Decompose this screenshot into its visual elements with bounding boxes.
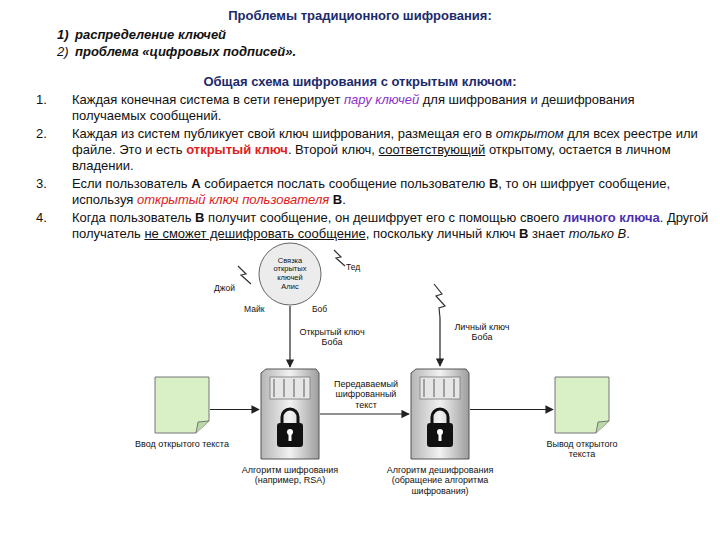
key-label: Личный ключ Боба [448,322,516,343]
key-ring-circle: Связка открытых ключей Алис [258,242,322,306]
text-run: . Второй ключ, [288,142,375,157]
connector-arrow [289,306,290,367]
list-marker: 2) [57,44,69,60]
text-run: открытый ключ [186,142,288,157]
node-shape [260,368,320,460]
text-run: Каждая из систем публикует свой ключ шиф… [72,126,492,141]
text-paragraph: 1)распределение ключей [75,27,675,43]
text-run: соответствующий [379,142,486,157]
list-marker: 1. [36,92,47,108]
text-run: знает [532,226,565,241]
text-run: , поскольку личный ключ [366,226,516,241]
text-run: В [519,226,528,241]
list-marker: 2. [36,126,47,142]
text-run: Общая схема шифрования с открытым ключом… [203,74,516,89]
node-shape [410,368,470,460]
person-name: Боб [312,304,327,314]
text-paragraph: 1.Каждая конечная система в сети генерир… [72,92,712,124]
node-caption: Алгоритм дешифрования (обращение алгорит… [365,465,515,496]
text-paragraph: Общая схема шифрования с открытым ключом… [0,74,720,90]
node-shape [554,376,610,434]
text-document: Вывод открытого текста [532,376,632,460]
text-document: Ввод открытого текста [132,376,232,449]
node-caption: Ввод открытого текста [132,439,232,449]
text-run: открытом [496,126,564,141]
page-title: Проблемы традиционного шифрования: [0,8,720,23]
text-run: Когда пользователь [72,210,191,225]
person-name: Тед [346,262,360,272]
list-marker: 3. [36,176,47,192]
list-marker: 1) [57,27,69,43]
connector-arrow [210,409,259,410]
node-caption: Алгоритм шифрования (например, RSA) [230,465,350,486]
list-marker: 4. [36,210,47,226]
lightning [238,266,251,284]
lightning [334,250,345,266]
lightning [434,284,445,318]
text-run: открытый ключ пользователя [137,192,329,207]
connector-arrow [470,409,553,410]
text-run: Каждая конечная система в сети генерируе… [72,92,340,107]
text-run: В [333,192,342,207]
text-run: пару ключей [344,92,419,107]
edge-label: Передаваемый шифрованный текст [324,379,408,410]
node-caption: Вывод открытого текста [532,439,632,460]
text-paragraph: 2)проблема «цифровых подписей». [75,44,675,60]
text-run: А [191,176,200,191]
text-run: личного ключа [563,210,660,225]
text-run: распределение ключей [75,27,226,42]
text-run: не сможет дешифровать сообщение [144,226,365,241]
text-paragraph: 2.Каждая из систем публикует свой ключ ш… [72,126,712,174]
text-run: проблема «цифровых подписей». [75,44,296,59]
text-run: только В [569,226,626,241]
edge-label: Открытый ключ Боба [296,327,368,348]
text-run: собирается послать сообщение пользовател… [204,176,485,191]
connector-arrow [320,413,409,414]
node-text: Связка открытых ключей Алис [268,257,312,292]
text-run: . [342,192,346,207]
private-key-arrow [439,318,440,366]
person-name: Майк [244,304,264,314]
node-shape [154,376,210,434]
text-paragraph: 3.Если пользователь А собирается послать… [72,176,712,208]
person-name: Джой [214,283,235,293]
text-run: В [489,176,498,191]
text-run: В [195,210,204,225]
text-run: Если пользователь [72,176,188,191]
text-run: . [626,226,630,241]
text-run: получит сообщение, он дешифрует его с по… [208,210,559,225]
text-paragraph: 4.Когда пользователь В получит сообщение… [72,210,712,242]
node-shape: Связка открытых ключей Алис [258,242,322,306]
